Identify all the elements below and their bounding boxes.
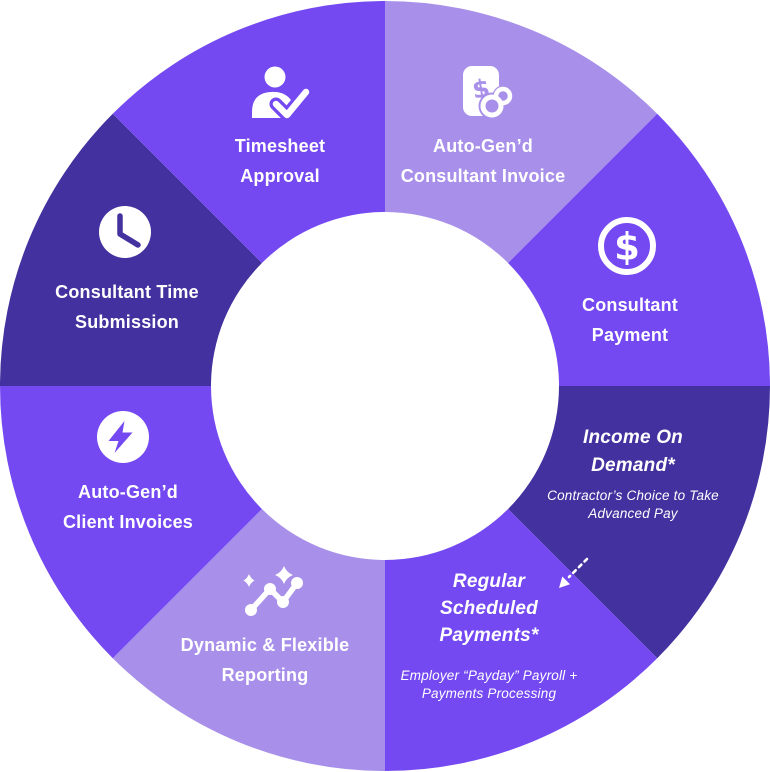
- clock-hands: [117, 213, 141, 248]
- label-line: Consultant Invoice: [400, 166, 566, 186]
- label-line: Consultant: [582, 295, 678, 315]
- check-mark: [272, 88, 310, 119]
- sublabel-income-on-demand: Contractor’s Choice to Take Advanced Pay: [513, 487, 753, 522]
- label-line: Approval: [240, 166, 320, 186]
- dollar-ring: [598, 217, 656, 275]
- label-auto-gend-consultant-invoice: Auto-Gen’d Consultant Invoice: [363, 131, 603, 191]
- label-line: Reporting: [221, 665, 309, 685]
- trend-dot: [264, 583, 276, 595]
- label-line: Payments Processing: [421, 685, 557, 701]
- label-income-on-demand: Income On Demand*: [513, 424, 753, 480]
- label-line: Auto-Gen’d: [78, 482, 178, 502]
- label-line: Consultant Time: [55, 282, 199, 302]
- label-line: Demand*: [591, 455, 675, 476]
- label-consultant-time-submission: Consultant Time Submission: [7, 277, 247, 337]
- trend-dot: [245, 604, 257, 616]
- sparkle-trend-icon: [243, 566, 303, 616]
- label-line: Payments*: [439, 625, 539, 646]
- person-head: [264, 66, 286, 88]
- label-line: Submission: [74, 312, 179, 332]
- sparkle-large: [275, 566, 293, 584]
- label-line: Auto-Gen’d: [433, 136, 533, 156]
- clock-face: [99, 206, 151, 258]
- clock-icon: [99, 206, 151, 258]
- label-timesheet-approval: Timesheet Approval: [160, 131, 400, 191]
- label-line: Client Invoices: [62, 512, 194, 532]
- arrow-head: [559, 576, 570, 588]
- trend-dot: [277, 596, 289, 608]
- dashed-arrow: [559, 557, 589, 588]
- label-line: Payment: [591, 325, 669, 345]
- trend-line: [248, 580, 300, 613]
- sparkle-small: [243, 574, 255, 587]
- trend-dot: [291, 577, 303, 589]
- segment-consultant-payment: [508, 113, 770, 386]
- label-consultant-payment: Consultant Payment: [510, 290, 750, 350]
- label-line: Advanced Pay: [588, 505, 678, 521]
- segment-dynamic-flexible-reporting: [112, 509, 385, 771]
- label-line: Contractor’s Choice to Take: [547, 488, 719, 503]
- segment-auto-gend-client-invoices: [0, 386, 262, 659]
- segment-regular-scheduled-payments: [385, 509, 658, 771]
- coin-large: [480, 94, 504, 118]
- label-line: Income On: [583, 427, 683, 448]
- label-regular-scheduled-payments: Regular Scheduled Payments*: [369, 568, 609, 649]
- segment-timesheet-approval: [112, 0, 385, 263]
- lightning-bolt: [108, 421, 133, 453]
- label-line: Dynamic & Flexible: [180, 635, 350, 655]
- dollar-circle-icon: $: [598, 217, 656, 275]
- label-auto-gend-client-invoices: Auto-Gen’d Client Invoices: [8, 477, 248, 537]
- lightning-icon: [97, 411, 149, 463]
- sublabel-regular-scheduled-payments: Employer “Payday” Payroll + Payments Pro…: [359, 667, 619, 702]
- person-check-icon: [252, 66, 313, 122]
- label-dynamic-flexible-reporting: Dynamic & Flexible Reporting: [145, 630, 385, 690]
- invoice-coins-icon: $: [463, 66, 514, 120]
- label-line: Regular: [452, 571, 526, 592]
- dollar-glyph: $: [614, 226, 640, 269]
- label-line: Employer “Payday” Payroll +: [400, 668, 578, 683]
- label-line: Timesheet: [234, 136, 326, 156]
- label-line: Scheduled: [440, 598, 538, 619]
- segment-income-on-demand: [508, 386, 770, 659]
- arrow-dashes: [567, 557, 589, 579]
- segment-auto-gend-consultant-invoice: [385, 0, 658, 263]
